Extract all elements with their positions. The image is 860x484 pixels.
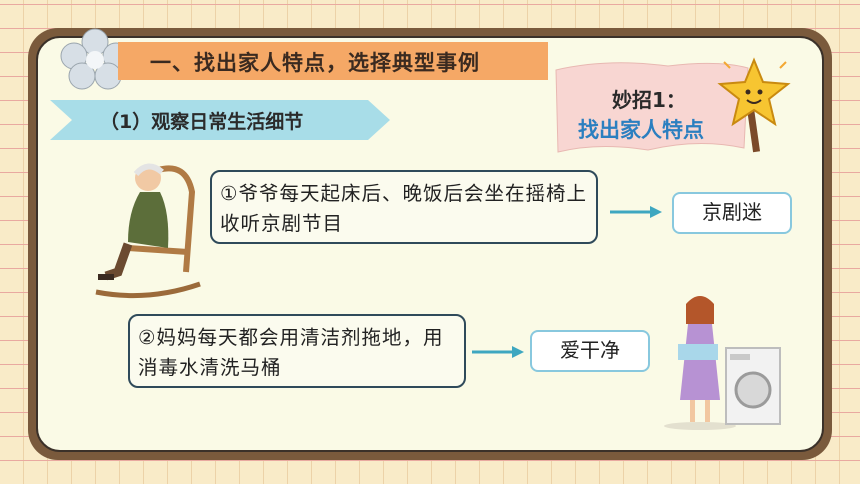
subsection-title: （1）观察日常生活细节 <box>100 111 304 133</box>
subtitle-banner <box>50 100 390 140</box>
example-mom-text: ②妈妈每天都会用清洁剂拖地，用消毒水清洗马桶 <box>138 326 444 379</box>
trait-tag-tidy: 爱干净 <box>530 330 650 372</box>
tip-text: 找出家人特点 <box>578 118 704 142</box>
title-bar <box>118 42 548 80</box>
arrow-right-icon <box>610 206 662 218</box>
flower-icon <box>60 28 130 90</box>
tip-heading: 妙招1： <box>612 88 686 112</box>
magic-wand-star-icon <box>717 57 791 153</box>
example-mom-box: ②妈妈每天都会用清洁剂拖地，用消毒水清洗马桶 <box>128 314 466 388</box>
mom-washing-machine-illustration <box>664 296 781 430</box>
arrow-right-icon <box>472 346 524 358</box>
example-grandpa-box: ①爷爷每天起床后、晚饭后会坐在摇椅上收听京剧节目 <box>210 170 598 244</box>
tip-card <box>555 62 749 153</box>
trait-tag-opera-fan: 京剧迷 <box>672 192 792 234</box>
section-title: 一、找出家人特点，选择典型事例 <box>150 51 480 75</box>
example-grandpa-text: ①爷爷每天起床后、晚饭后会坐在摇椅上收听京剧节目 <box>220 182 587 235</box>
grandpa-rocking-chair-illustration <box>95 163 201 299</box>
